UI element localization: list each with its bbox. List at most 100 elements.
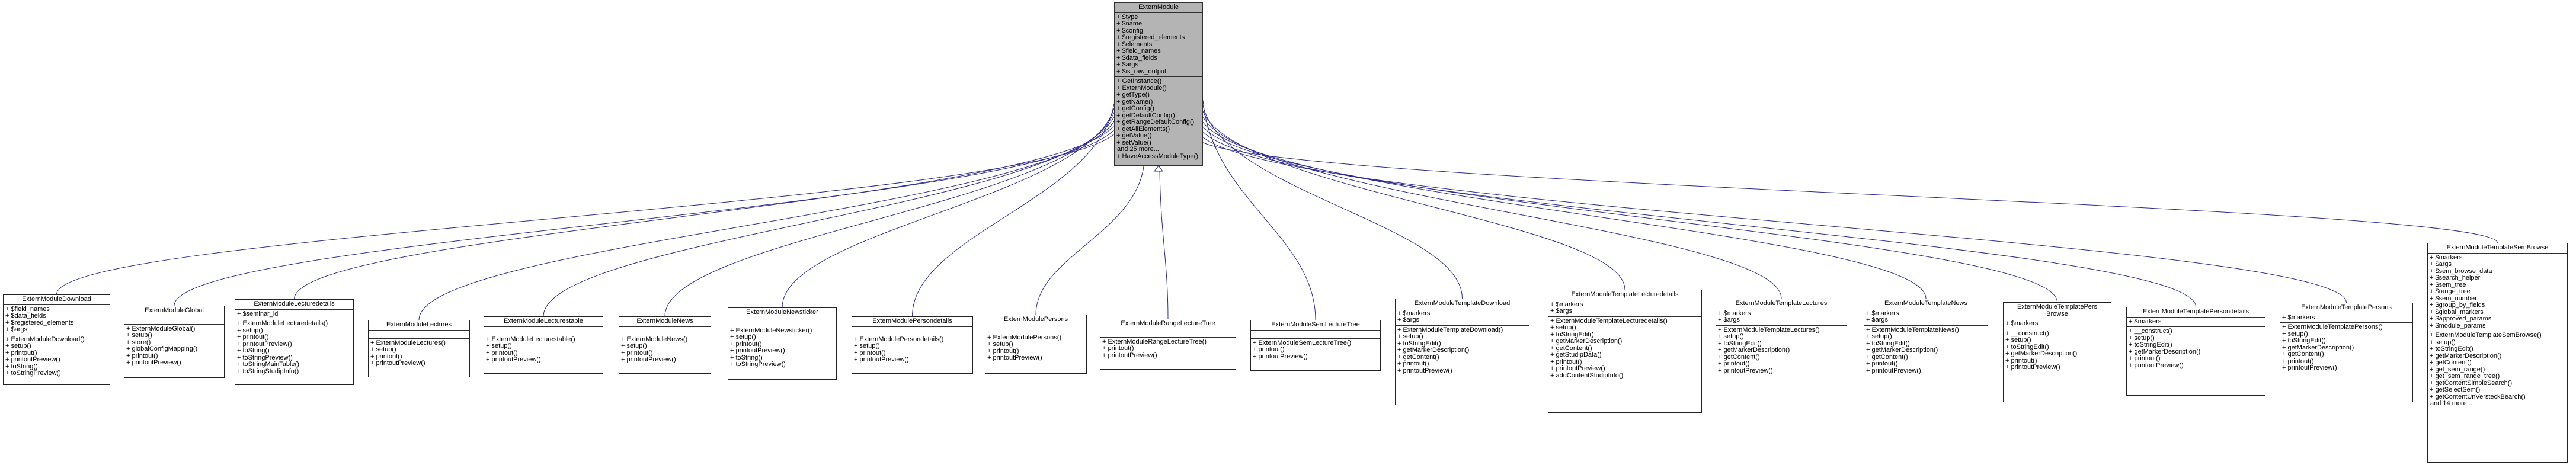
uml-class-attributes: + $markers+ $args [1548, 300, 1701, 317]
uml-operation: + printoutPreview() [987, 354, 1042, 361]
uml-class-rangelecturetree[interactable]: ExternModuleRangeLectureTree+ ExternModu… [1100, 319, 1236, 370]
uml-operation: + ExternModuleRangeLectureTree() [1102, 338, 1207, 345]
uml-attribute: + $sem_tree [2430, 281, 2466, 288]
uml-operation: + printout() [2005, 357, 2037, 364]
uml-operation: + GetInstance() [1116, 78, 1162, 85]
uml-attribute: + $is_raw_output [1116, 68, 1167, 75]
uml-class-operations: + ExternModuleTemplateNews()+ setup()+ t… [1864, 326, 1988, 376]
uml-attribute: + $sem_browse_data [2430, 267, 2492, 275]
uml-operation: + toStringPreview() [730, 361, 786, 368]
uml-operation: + setValue() [1116, 139, 1151, 146]
uml-class-tpl-lecturedetails[interactable]: ExternModuleTemplateLecturedetails+ $mar… [1548, 290, 1702, 413]
uml-operation: + getMarkerDescription() [2129, 348, 2201, 355]
uml-class-attributes [985, 325, 1086, 333]
uml-attribute: + $global_markers [2430, 308, 2484, 316]
uml-class-root[interactable]: ExternModule+ $type+ $name+ $config+ $re… [1114, 2, 1203, 166]
uml-operation: + setup() [1866, 333, 1892, 340]
inheritance-edge-download [56, 134, 1115, 295]
uml-operation: + ExternModuleDownload() [5, 335, 85, 343]
uml-class-title: ExternModuleTemplateLecturedetails [1548, 290, 1701, 300]
uml-operation: + toStringMainTable() [237, 361, 299, 368]
uml-class-tpl-lectures[interactable]: ExternModuleTemplateLectures+ $markers+ … [1716, 299, 1847, 405]
uml-operation: + printout() [1397, 360, 1429, 367]
uml-class-tpl-download[interactable]: ExternModuleTemplateDownload+ $markers+ … [1395, 299, 1529, 405]
uml-operation: + setup() [2129, 334, 2155, 342]
uml-operation: + getMarkerDescription() [1718, 347, 1790, 354]
uml-operation: + printoutPreview() [1397, 367, 1452, 374]
uml-operation: + toStringEdit() [1718, 339, 1762, 347]
uml-operation: + toStringEdit() [1550, 331, 1594, 338]
uml-class-newsticker[interactable]: ExternModuleNewsticker+ ExternModuleNews… [728, 307, 837, 380]
inheritance-edge-semlecturetree [1202, 100, 1316, 320]
uml-class-tpl-persondetails[interactable]: ExternModuleTemplatePersondetails+ $mark… [2126, 307, 2265, 396]
uml-class-title: ExternModuleSemLectureTree [1251, 320, 1380, 331]
uml-class-tpl-news[interactable]: ExternModuleTemplateNews+ $markers+ $arg… [1864, 299, 1988, 405]
uml-operation: + printoutPreview() [237, 340, 292, 348]
uml-class-operations: + ExternModuleSemLectureTree()+ printout… [1251, 339, 1380, 362]
uml-operation: + getStudipData() [1550, 351, 1602, 358]
inheritance-edge-global [174, 129, 1115, 306]
uml-attribute: + $markers [2129, 318, 2162, 325]
uml-operation: + printout() [987, 347, 1019, 355]
uml-operation: + toString() [730, 354, 763, 361]
uml-class-lecturestable[interactable]: ExternModuleLecturestable+ ExternModuleL… [484, 316, 603, 374]
uml-operation: + printout() [730, 340, 762, 348]
uml-class-attributes: + $markers+ $args [1716, 309, 1847, 326]
uml-class-download[interactable]: ExternModuleDownload+ $field_names+ $dat… [3, 294, 110, 385]
uml-class-persondetails[interactable]: ExternModulePersondetails+ ExternModuleP… [852, 316, 973, 374]
uml-class-attributes [484, 327, 603, 335]
uml-attribute: + $approved_params [2430, 315, 2492, 322]
uml-attribute: + $markers [1397, 309, 1431, 317]
uml-attribute: + $module_params [2430, 322, 2486, 329]
uml-class-lecturedetails[interactable]: ExternModuleLecturedetails+ $seminar_id +… [235, 299, 354, 385]
uml-operation: + printout() [5, 349, 37, 357]
uml-class-title: ExternModuleLecturedetails [235, 300, 353, 310]
uml-class-global[interactable]: ExternModuleGlobal+ ExternModuleGlobal()… [124, 306, 225, 378]
uml-operation: + ExternModuleTemplateDownload() [1397, 326, 1503, 333]
uml-attribute: + $type [1116, 13, 1138, 21]
uml-operation: + printoutPreview() [1718, 367, 1773, 374]
uml-class-title: ExternModulePersons [985, 315, 1086, 325]
inheritance-arrowhead [1153, 165, 1164, 172]
uml-class-semlecturetree[interactable]: ExternModuleSemLectureTree + ExternModule… [1250, 320, 1381, 371]
uml-operation: + printout() [1718, 360, 1750, 367]
uml-operation: + get_sem_range_tree() [2430, 373, 2500, 380]
uml-class-title: ExternModule [1115, 3, 1202, 13]
uml-class-operations: + ExternModuleTemplateDownload()+ setup(… [1396, 326, 1529, 376]
uml-class-title: ExternModuleTemplateLectures [1716, 299, 1847, 309]
uml-class-tpl-persons[interactable]: ExternModuleTemplatePersons+ $markers+ E… [2280, 303, 2413, 402]
uml-operation: + setup() [126, 332, 152, 339]
inheritance-edge-lectures [418, 121, 1115, 320]
uml-operation: + ExternModuleSemLectureTree() [1253, 339, 1352, 347]
uml-operation: + printoutPreview() [2129, 361, 2184, 369]
uml-class-news[interactable]: ExternModuleNews+ ExternModuleNews()+ se… [619, 316, 711, 374]
uml-class-attributes [1251, 331, 1380, 339]
uml-class-attributes [369, 331, 469, 339]
inheritance-edge-persondetails [912, 103, 1115, 317]
uml-attribute: + $registered_elements [5, 319, 74, 326]
uml-class-title: ExternModuleGlobal [124, 306, 224, 316]
uml-attribute: + $data_fields [5, 312, 46, 319]
inheritance-edge-news [664, 112, 1115, 317]
inheritance-edge-tpl-download [1202, 105, 1463, 299]
uml-operation: + getMarkerDescription() [1866, 347, 1938, 354]
uml-operation: + toStringEdit() [1866, 339, 1910, 347]
uml-operation: + getContent() [2430, 359, 2472, 366]
uml-operation: + ExternModuleTemplateNews() [1866, 326, 1959, 333]
uml-operation: + ExternModuleLecturestable() [486, 335, 575, 343]
uml-class-tpl-sembrowse[interactable]: ExternModuleTemplateSemBrowse+ $markers+… [2427, 243, 2568, 463]
uml-class-operations: + ExternModuleDownload()+ setup()+ print… [4, 335, 110, 379]
uml-class-persons[interactable]: ExternModulePersons+ ExternModulePersons… [985, 315, 1087, 374]
uml-class-operations: + ExternModuleLectures()+ setup()+ print… [369, 339, 469, 368]
uml-operation: + toString() [5, 363, 38, 370]
uml-attribute: + $args [1550, 307, 1572, 315]
uml-attribute: + $sem_number [2430, 294, 2477, 302]
uml-operation: + getDefaultConfig() [1116, 111, 1175, 119]
uml-operation: + setup() [1718, 333, 1744, 340]
uml-class-title: ExternModuleTemplateNews [1864, 299, 1988, 309]
uml-class-attributes: + $seminar_id [235, 310, 353, 319]
uml-operation: + toStringStudipInfo() [237, 367, 299, 375]
uml-class-lectures[interactable]: ExternModuleLectures+ ExternModuleLectur… [368, 320, 470, 377]
